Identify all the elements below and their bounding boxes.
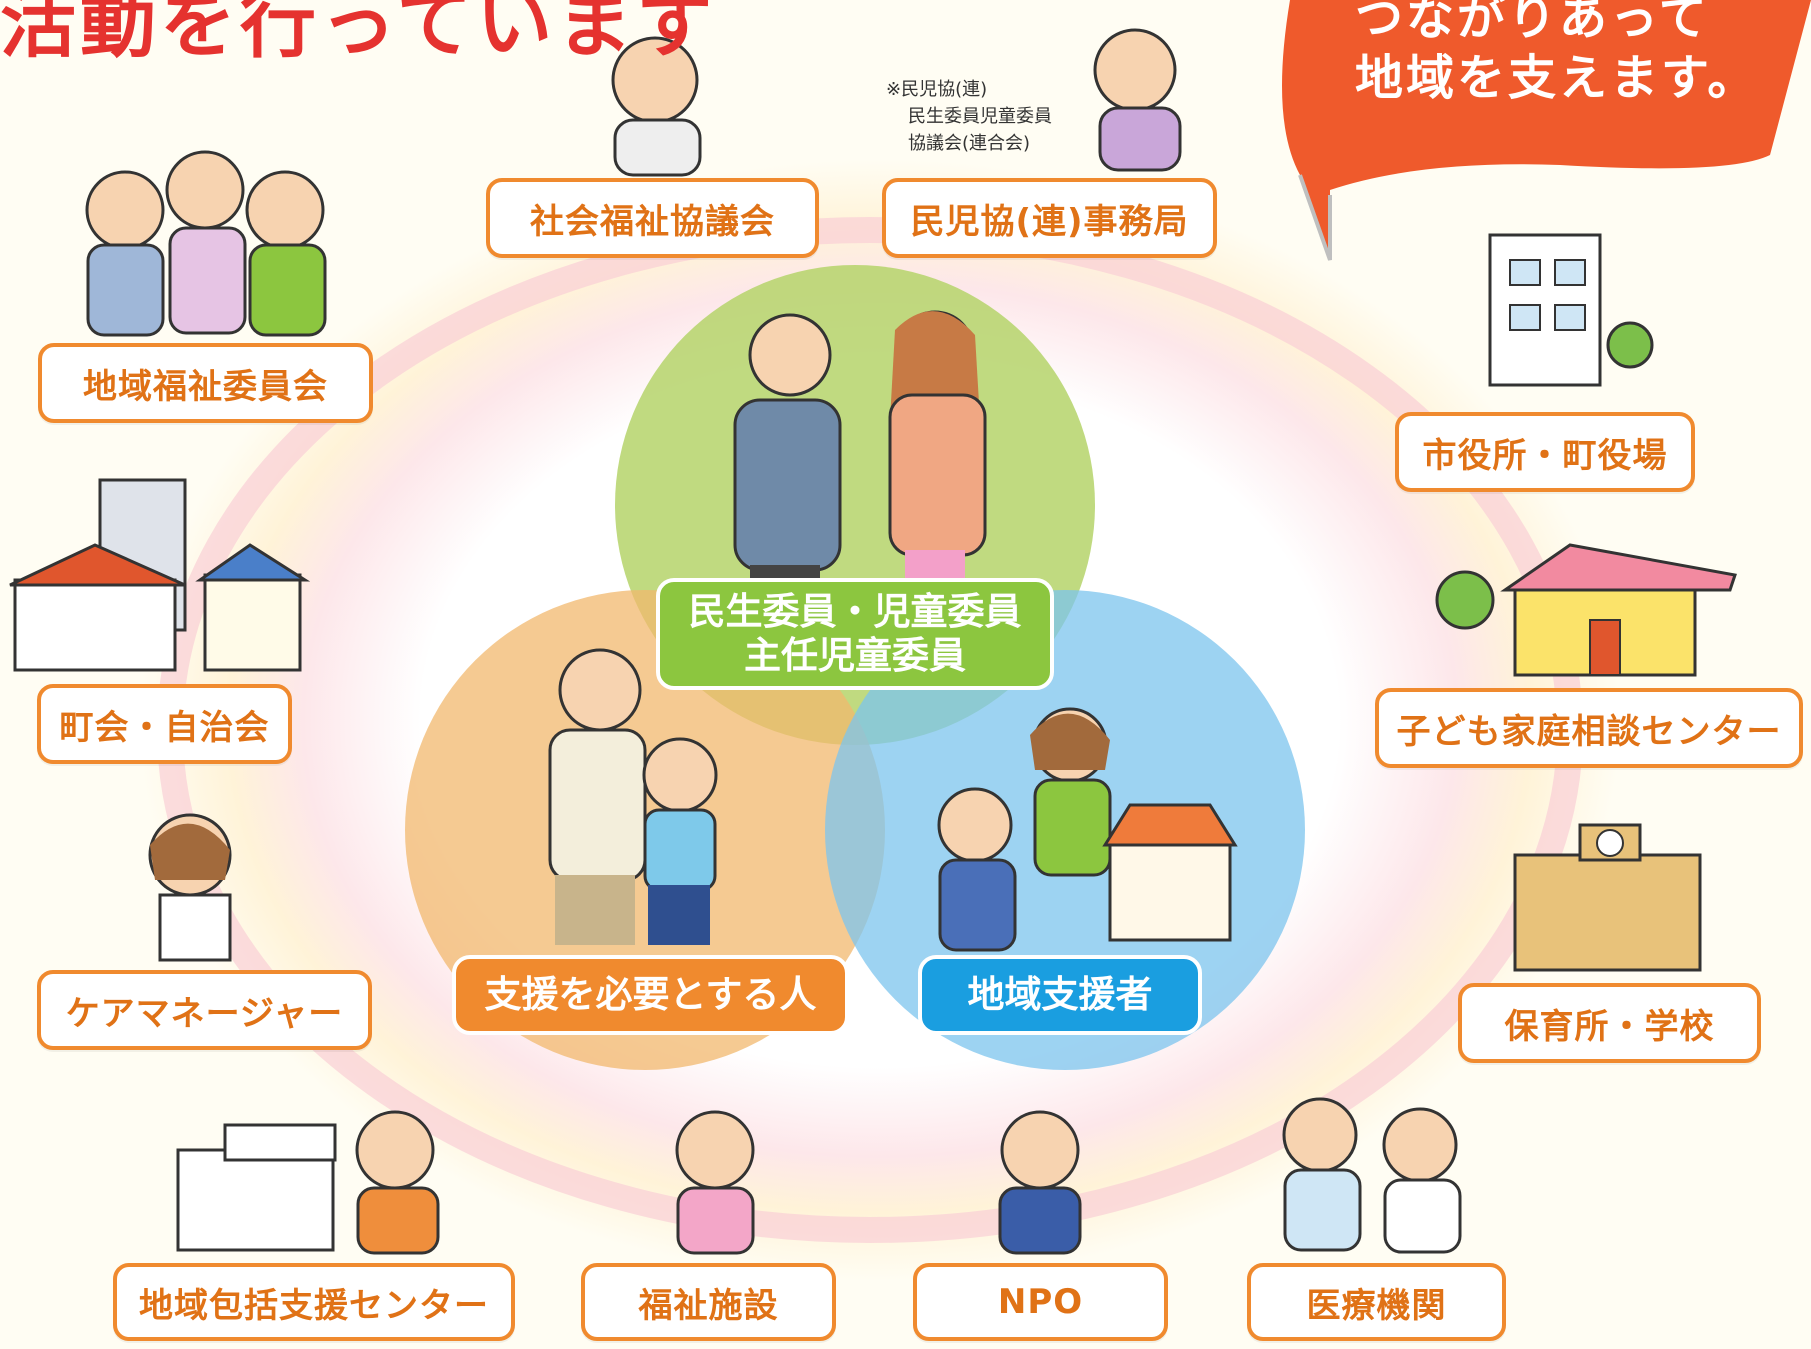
label-city-town-office: 市役所・町役場 [1395, 412, 1695, 492]
city-office-building [1488, 233, 1654, 387]
speech-bubble-line-1: つながりあって [1355, 0, 1710, 46]
label-commissioners-line-1: 民生委員・児童委員 [688, 590, 1022, 633]
label-commissioners: 民生委員・児童委員 主任児童委員 [656, 578, 1054, 690]
office-person [1093, 28, 1182, 172]
page-title: 活動を行っています [0, 0, 717, 68]
label-nursery-school: 保育所・学校 [1458, 983, 1761, 1063]
medical-staff [1282, 1097, 1462, 1254]
supporter-figures [937, 707, 1238, 952]
needs-figures [548, 648, 718, 945]
town-houses [9, 478, 311, 672]
label-minjikyo-office: 民児協(連)事務局 [882, 178, 1217, 258]
note-line-1: ※民児協(連) [886, 79, 988, 100]
committee-group [85, 150, 327, 337]
commissioner-figures [733, 310, 987, 585]
social-welfare-person [611, 36, 702, 177]
label-npo: NPO [913, 1263, 1168, 1341]
label-local-supporters: 地域支援者 [918, 955, 1202, 1035]
speech-bubble-line-2: 地域を支えます。 [1355, 50, 1759, 106]
community-center-building [176, 1110, 440, 1255]
speech-bubble-shape [1282, 0, 1811, 260]
child-center-building [1435, 543, 1737, 677]
label-commissioners-line-2: 主任児童委員 [744, 634, 966, 677]
label-social-welfare-council: 社会福祉協議会 [486, 178, 819, 258]
note-line-2: 民生委員児童委員 [908, 106, 1052, 127]
label-child-family-center: 子ども家庭相談センター [1375, 688, 1803, 768]
note-line-3: 協議会(連合会) [908, 133, 1031, 154]
label-medical-institution: 医療機関 [1247, 1263, 1506, 1341]
label-community-support-center: 地域包括支援センター [113, 1263, 515, 1341]
label-care-manager: ケアマネージャー [37, 970, 372, 1050]
label-neighborhood-association: 町会・自治会 [37, 684, 292, 764]
npo-person [998, 1110, 1082, 1255]
abbreviation-note: ※民児協(連) 民生委員児童委員 協議会(連合会) [886, 76, 1052, 157]
label-welfare-facility: 福祉施設 [581, 1263, 836, 1341]
welfare-person [675, 1110, 755, 1255]
label-community-welfare-committee: 地域福祉委員会 [38, 343, 373, 423]
label-people-in-need: 支援を必要とする人 [452, 955, 849, 1035]
care-manager-person [148, 813, 232, 962]
school-building [1513, 823, 1702, 972]
